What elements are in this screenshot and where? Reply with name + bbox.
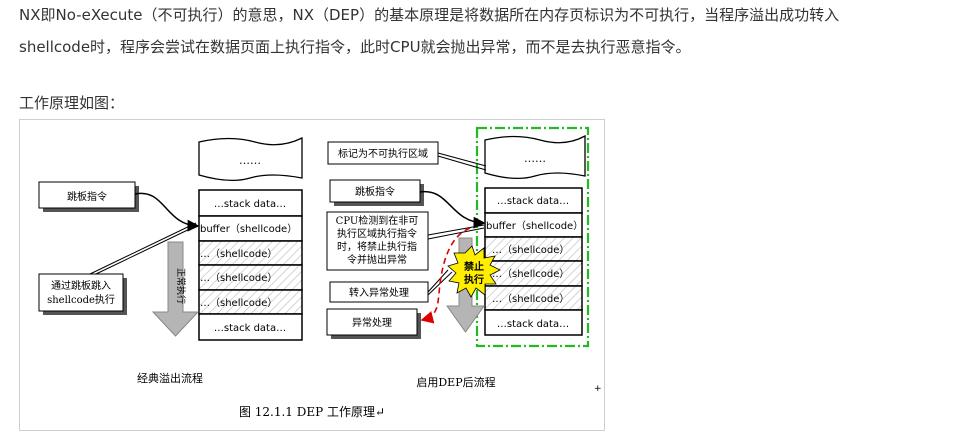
cpu-detect-box: [326, 211, 429, 271]
cpu-detect-line3: 时，将禁止执行指: [337, 240, 417, 253]
classic-stack-row-2: buffer（shellcode）: [200, 223, 297, 235]
dep-stack: …stack data… buffer（shellcode） …（shellco…: [484, 187, 583, 336]
exception-redirect-arrow: [420, 227, 471, 324]
ban-label-line1: 禁止: [463, 260, 484, 273]
exception-handler-label: 异常处理: [352, 316, 392, 329]
dep-diagram-figure: …… …stack data… buffer（shellcode） …（shel…: [19, 119, 605, 431]
non-executable-region: [475, 126, 590, 348]
dep-stack-row-2: buffer（shellcode）: [486, 220, 583, 232]
ban-burst-icon: [447, 245, 501, 298]
cpu-detect-line1: CPU检测到在非可: [336, 214, 419, 227]
dep-stack-row-3: …（shellcode）: [492, 244, 569, 256]
cpu-detect-line4: 令并抛出异常: [347, 253, 407, 266]
ban-label-line2: 执行: [464, 273, 484, 286]
mark-label: 标记为不可执行区域: [338, 147, 428, 160]
dep-trampoline-label: 跳板指令: [355, 185, 395, 198]
dep-memory-top: [484, 134, 586, 180]
classic-note-box: [38, 273, 124, 312]
dep-jump-arrow: [419, 191, 486, 229]
dep-stack-row-6: …stack data…: [497, 319, 569, 330]
intro-paragraph-line1: NX即No-eXecute（不可执行）的意思，NX（DEP）的基本原理是将数据所…: [19, 6, 840, 24]
classic-note-line2: shellcode执行: [47, 293, 115, 306]
dep-stack-row-5: …（shellcode）: [492, 293, 569, 305]
intro-paragraph-line2: shellcode时，程序会尝试在数据页面上执行指令，此时CPU就会抛出异常，而…: [19, 38, 691, 56]
cpu-detect-line2: 执行区域执行指令: [337, 227, 417, 240]
classic-stack-row-3: …（shellcode）: [200, 248, 277, 260]
dep-dots: ……: [524, 152, 546, 165]
classic-dots: ……: [239, 154, 261, 167]
dep-stack-row-1: …stack data…: [497, 196, 569, 207]
classic-stack-row-6: …stack data…: [214, 323, 286, 334]
classic-note-line1: 通过跳板跳入: [51, 279, 111, 292]
corner-mark: +: [594, 384, 602, 394]
classic-trampoline-label: 跳板指令: [67, 190, 107, 203]
classic-stack-row-1: …stack data…: [214, 199, 286, 210]
to-exception-label: 转入异常处理: [349, 286, 409, 299]
classic-overflow-panel: …… …stack data… buffer（shellcode） …（shel…: [38, 136, 303, 385]
classic-memory-top: [198, 136, 303, 182]
dep-trampoline-box: [329, 179, 421, 203]
classic-title: 经典溢出流程: [137, 371, 203, 385]
dep-diagram: …… …stack data… buffer（shellcode） …（shel…: [38, 126, 602, 419]
classic-flow-arrow: [151, 241, 200, 337]
exception-handler-box: [326, 308, 418, 336]
classic-trampoline-box: [38, 181, 136, 209]
dep-stack-row-4: …（shellcode）: [492, 268, 569, 280]
classic-arrow-label: 正常执行: [175, 268, 187, 304]
classic-jump-arrow: [134, 192, 200, 232]
dep-panel: …… …stack data… buffer（shellcode） …（shel…: [326, 126, 590, 389]
classic-stack-row-4: …（shellcode）: [200, 272, 277, 284]
classic-stack: …stack data… buffer（shellcode） …（shellco…: [198, 189, 303, 341]
classic-stack-row-5: …（shellcode）: [200, 297, 277, 309]
dep-title: 启用DEP后流程: [416, 375, 495, 389]
section-label: 工作原理如图：: [19, 94, 125, 112]
figure-caption: 图 12.1.1 DEP 工作原理↵: [239, 405, 385, 419]
